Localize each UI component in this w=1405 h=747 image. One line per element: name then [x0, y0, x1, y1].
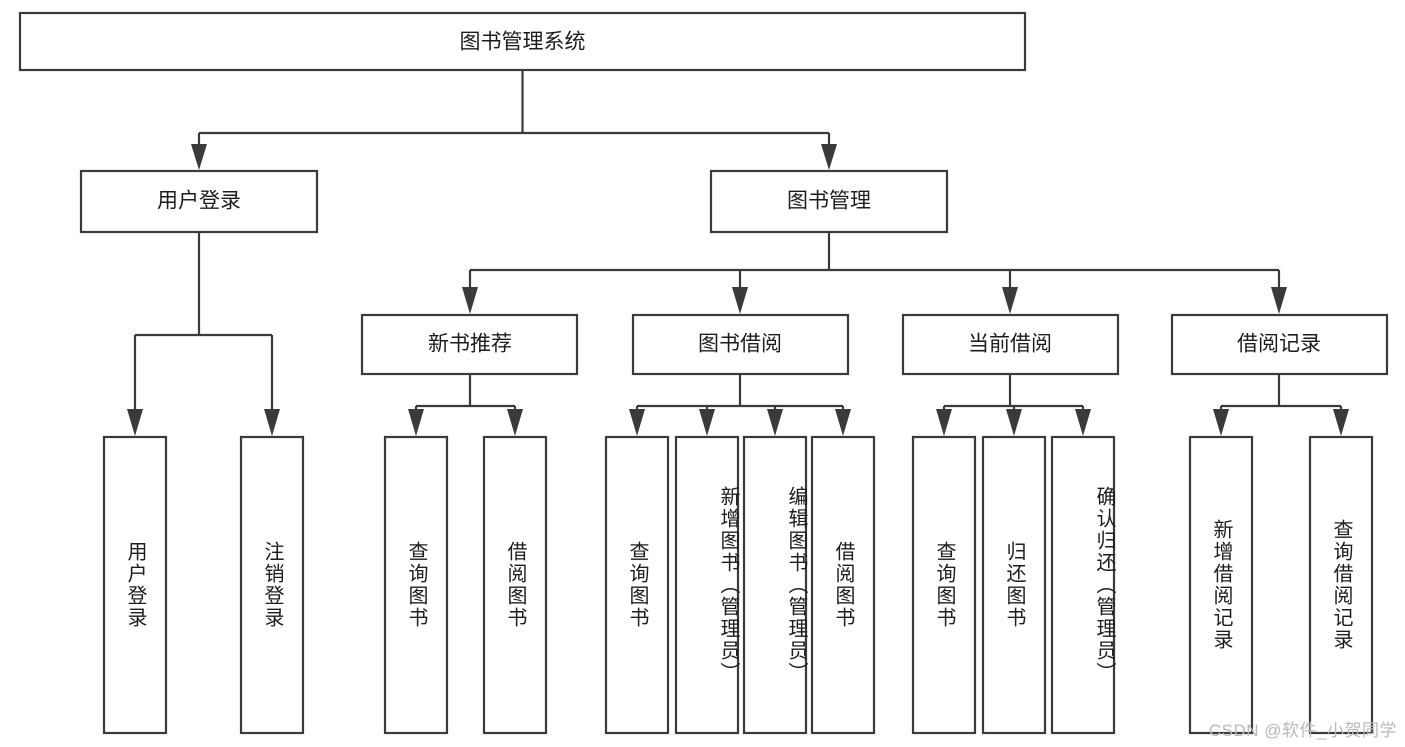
node-book-manage-box[interactable]: [709, 169, 949, 234]
watermark-label: CSDN @软件_小贺同学: [1208, 721, 1397, 740]
connector-group-book-borrow: [629, 374, 851, 436]
node-leaf-confirm-return-box[interactable]: [1050, 435, 1116, 735]
node-leaf-query-book-bb-box[interactable]: [604, 435, 670, 735]
arrow-head-new-book-rec: [462, 287, 478, 314]
node-leaf-edit-book-box[interactable]: [742, 435, 808, 735]
arrow-head-leaf-confirm-return: [1075, 409, 1091, 436]
connector-group-root: [191, 70, 837, 170]
connector-group-current-borrow: [936, 374, 1091, 436]
node-root-label: 图书管理系统: [460, 31, 586, 54]
connector-group-borrow-record: [1213, 374, 1349, 436]
node-user-login-box[interactable]: [79, 169, 319, 234]
arrow-head-leaf-borrow-book-rec: [507, 409, 523, 436]
node-borrow-record-box[interactable]: [1170, 313, 1389, 376]
connector-group-user-login: [127, 232, 280, 436]
node-root[interactable]: 图书管理系统: [18, 11, 1027, 72]
node-leaf-logout-box[interactable]: [239, 435, 305, 735]
arrow-head-leaf-add-record: [1213, 409, 1229, 436]
node-new-book-rec[interactable]: 新书推荐: [360, 313, 579, 376]
node-user-login-label: 用户登录: [157, 190, 241, 213]
arrow-head-current-borrow: [1002, 287, 1018, 314]
node-leaf-query-book-rec-box[interactable]: [383, 435, 449, 735]
node-current-borrow-label: 当前借阅: [968, 333, 1052, 356]
arrow-head-leaf-query-book-rec: [408, 409, 424, 436]
node-book-borrow-box[interactable]: [631, 313, 850, 376]
connector-group-new-book-rec: [408, 374, 523, 436]
node-leaf-add-book-box[interactable]: [674, 435, 740, 735]
arrow-head-leaf-user-login: [127, 409, 143, 436]
node-leaf-query-book-cb-box[interactable]: [911, 435, 977, 735]
arrow-head-leaf-query-record: [1333, 409, 1349, 436]
node-user-login[interactable]: 用户登录: [79, 169, 319, 234]
node-book-manage[interactable]: 图书管理: [709, 169, 949, 234]
node-borrow-record-label: 借阅记录: [1237, 333, 1321, 356]
node-leaf-add-record-box[interactable]: [1188, 435, 1254, 735]
arrow-head-book-manage: [821, 144, 837, 170]
connector-group-book-manage: [462, 232, 1287, 314]
node-book-borrow[interactable]: 图书借阅: [631, 313, 850, 376]
arrow-head-borrow-record: [1271, 287, 1287, 314]
arrow-head-leaf-logout: [264, 409, 280, 436]
arrow-head-user-login: [191, 144, 207, 170]
node-root-box[interactable]: [18, 11, 1027, 72]
arrow-head-leaf-query-book-cb: [936, 409, 952, 436]
arrow-head-leaf-return-book: [1006, 409, 1022, 436]
node-current-borrow[interactable]: 当前借阅: [901, 313, 1120, 376]
node-new-book-rec-label: 新书推荐: [428, 333, 512, 356]
node-leaf-user-login-box[interactable]: [102, 435, 168, 735]
node-new-book-rec-box[interactable]: [360, 313, 579, 376]
node-book-manage-label: 图书管理: [787, 190, 871, 213]
node-leaf-return-book-box[interactable]: [981, 435, 1047, 735]
node-current-borrow-box[interactable]: [901, 313, 1120, 376]
arrow-head-leaf-add-book: [699, 409, 715, 436]
node-leaf-query-record-box[interactable]: [1308, 435, 1374, 735]
node-leaf-borrow-book-bb-box[interactable]: [810, 435, 876, 735]
arrow-head-leaf-edit-book: [767, 409, 783, 436]
node-leaf-borrow-book-rec-box[interactable]: [482, 435, 548, 735]
arrow-head-leaf-borrow-book-bb: [835, 409, 851, 436]
node-book-borrow-label: 图书借阅: [698, 333, 782, 356]
arrow-head-leaf-query-book-bb: [629, 409, 645, 436]
arrow-head-book-borrow: [732, 287, 748, 314]
node-borrow-record[interactable]: 借阅记录: [1170, 313, 1389, 376]
